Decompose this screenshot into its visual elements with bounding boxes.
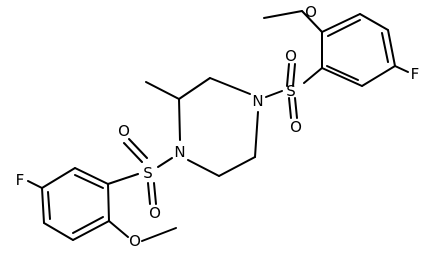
bond-n-s-left xyxy=(157,157,173,168)
bond-ring-right-1 xyxy=(321,13,361,33)
bond-ring-left-1 xyxy=(74,167,109,185)
bond-s-o-right-top-b xyxy=(292,63,296,87)
bond-pip-4 xyxy=(187,159,220,177)
atom-n-left: N xyxy=(174,143,185,161)
atom-o-s-left-bottom: O xyxy=(149,204,161,222)
bond-ring-left-6 xyxy=(107,183,110,222)
bond-pip-1 xyxy=(209,77,251,95)
atom-labels: O F S O O N N S O O F O xyxy=(16,3,420,250)
bond-pip-methyl xyxy=(145,81,180,100)
bond-ring-left-4 xyxy=(43,222,74,241)
atom-f-left: F xyxy=(16,171,25,189)
bond-ring-s-right xyxy=(303,67,323,84)
atom-o-methoxy-top: O xyxy=(305,3,317,21)
bond-ring-left-2 xyxy=(41,167,76,189)
bond-s-o-right-bottom-a xyxy=(288,97,292,119)
bond-ring-left-double-3 xyxy=(72,216,104,234)
bond-ring-right-3 xyxy=(387,29,396,67)
bond-s-o-right-bottom-b xyxy=(294,97,298,119)
bond-ring-right-2 xyxy=(359,13,389,31)
bond-ring-right-4 xyxy=(361,65,396,87)
atom-f-right: F xyxy=(411,65,420,83)
atom-o-s-right-bottom: O xyxy=(290,118,302,136)
atom-s-right: S xyxy=(286,82,296,100)
bond-ring-right-5 xyxy=(321,67,363,87)
bond-methyl-o-top xyxy=(263,10,303,19)
bond-ring-f-left xyxy=(27,180,43,189)
bond-s-ring-left xyxy=(107,173,139,185)
atom-o-s-left-top: O xyxy=(118,122,130,140)
bond-ring-left-double-1 xyxy=(74,174,104,189)
bond-ring-left-5 xyxy=(72,220,110,241)
bond-ring-left-double-2 xyxy=(47,191,51,220)
bond-ring-right-double-1 xyxy=(327,19,361,37)
bond-pip-3 xyxy=(178,98,181,141)
bond-pip-6 xyxy=(254,111,259,158)
bond-ring-right-double-3 xyxy=(326,65,359,81)
bond-s-n-right xyxy=(265,90,283,98)
bond-o-methyl-bottom xyxy=(141,227,177,242)
bond-s-o-left-bottom-a xyxy=(147,182,151,205)
bond-ring-right-double-2 xyxy=(381,32,389,63)
bond-pip-2 xyxy=(178,77,211,100)
bond-pip-5 xyxy=(218,156,256,177)
atom-o-methoxy-bottom: O xyxy=(129,232,141,250)
bond-ring-left-3 xyxy=(41,187,45,224)
atom-n-right: N xyxy=(252,92,263,110)
bond-o-ring-top xyxy=(301,10,323,33)
bond-s-o-left-bottom-b xyxy=(153,182,157,205)
bonds xyxy=(27,10,409,242)
bond-ring-f-right xyxy=(394,65,409,73)
atom-o-s-right-top: O xyxy=(285,47,297,65)
atom-s-left: S xyxy=(143,164,153,182)
bond-s-o-left-top-b xyxy=(128,138,148,159)
bond-s-o-left-top-a xyxy=(123,142,143,163)
bond-ring-o-bottom xyxy=(108,220,129,238)
bond-s-o-right-top-a xyxy=(286,63,290,87)
